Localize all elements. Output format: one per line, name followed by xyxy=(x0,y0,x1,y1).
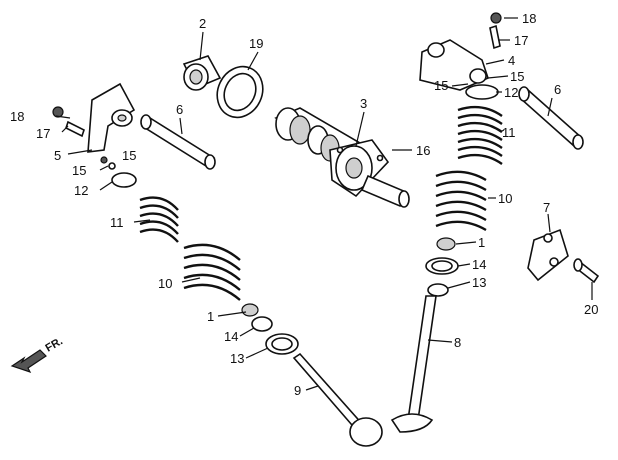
valve-cotter-right xyxy=(425,237,459,297)
cam-chain-guide-plate xyxy=(527,228,569,282)
rocker-shaft-left xyxy=(140,114,216,170)
callout-labels: 2 19 3 16 18 17 5 15 15 12 6 11 10 1 14 … xyxy=(10,11,598,398)
rocker-arm-left xyxy=(52,82,136,153)
callout-19: 19 xyxy=(249,36,263,51)
callout-15-c: 15 xyxy=(510,69,524,84)
callout-17-left: 17 xyxy=(36,126,50,141)
right-washer xyxy=(465,84,499,100)
callout-18-right: 18 xyxy=(522,11,536,26)
left-small-parts xyxy=(100,156,137,188)
callout-6-left: 6 xyxy=(176,102,183,117)
callout-15-a: 15 xyxy=(122,148,136,163)
callout-14-left: 14 xyxy=(224,329,238,344)
oil-seal xyxy=(216,65,264,119)
camshaft-bearing xyxy=(182,55,222,91)
callout-7: 7 xyxy=(543,200,550,215)
callout-13-left: 13 xyxy=(230,351,244,366)
callout-14-right: 14 xyxy=(472,257,486,272)
callout-17-right: 17 xyxy=(514,33,528,48)
callout-6-right: 6 xyxy=(554,82,561,97)
callout-3: 3 xyxy=(360,96,367,111)
valve-intake xyxy=(390,295,437,433)
front-arrow-icon xyxy=(10,349,47,374)
valve-spring-inner-left xyxy=(183,243,241,301)
callout-18-left: 18 xyxy=(10,109,24,124)
callout-9: 9 xyxy=(294,383,301,398)
callout-15-d: 15 xyxy=(434,78,448,93)
valve-cotter-left xyxy=(241,303,299,355)
valve-spring-outer-left xyxy=(139,196,179,243)
callout-10-right: 10 xyxy=(498,191,512,206)
callout-8: 8 xyxy=(454,335,461,350)
valve-spring-outer-right xyxy=(457,105,503,165)
valve-exhaust xyxy=(292,352,383,447)
callout-1-left: 1 xyxy=(207,309,214,324)
callout-5: 5 xyxy=(54,148,61,163)
callout-12-right: 12 xyxy=(504,85,518,100)
callout-15-b: 15 xyxy=(72,163,86,178)
callout-11-left: 11 xyxy=(110,215,124,230)
bolt xyxy=(573,258,600,284)
callout-16: 16 xyxy=(416,143,430,158)
front-direction-label: FR. xyxy=(44,335,65,354)
callout-4: 4 xyxy=(508,53,515,68)
rocker-shaft-right xyxy=(518,86,584,150)
callout-1-right: 1 xyxy=(478,235,485,250)
camshaft xyxy=(274,107,410,208)
callout-12-left: 12 xyxy=(74,183,88,198)
callout-2: 2 xyxy=(199,16,206,31)
callout-20: 20 xyxy=(584,302,598,317)
leader-lines xyxy=(55,17,593,391)
callout-11-right: 11 xyxy=(502,125,516,140)
callout-10-left: 10 xyxy=(158,276,172,291)
valve-spring-inner-right xyxy=(435,170,487,232)
callout-13-right: 13 xyxy=(472,275,486,290)
